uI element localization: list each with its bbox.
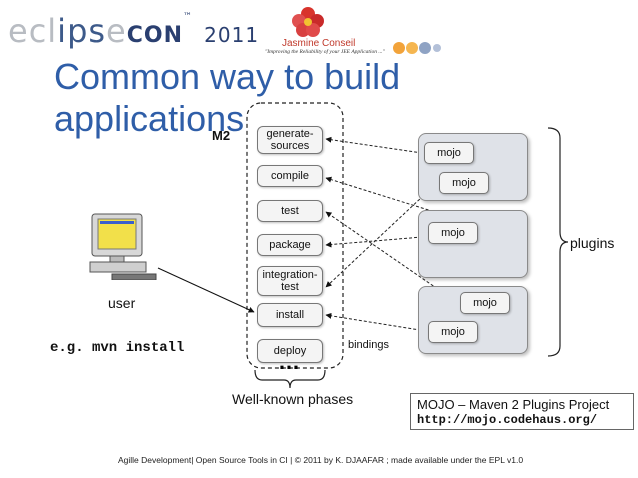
phases-ellipsis: … <box>278 349 300 374</box>
binding-arrow <box>325 236 423 248</box>
mojo-reference-title: MOJO – Maven 2 Plugins Project <box>417 397 610 412</box>
phase-install: install <box>257 303 323 327</box>
mojo-reference-box: MOJO – Maven 2 Plugins Project http://mo… <box>410 393 634 430</box>
binding-arrow <box>325 181 439 288</box>
sponsor-name: Jasmine Conseil <box>282 38 356 49</box>
phase-test: test <box>257 200 323 222</box>
phases-brace <box>254 369 326 389</box>
mojo-box: mojo <box>460 292 510 314</box>
user-to-install-arrow <box>157 267 255 313</box>
mojo-box: mojo <box>428 222 478 244</box>
slide-title: Common way to build applications <box>54 56 400 140</box>
bindings-label: bindings <box>348 339 389 351</box>
logo-year: 2011 <box>204 23 260 47</box>
computer-icon <box>89 213 157 280</box>
title-line: Common way to build <box>54 56 401 97</box>
phases-caption: Well-known phases <box>232 391 354 407</box>
phase-generate-sources: generate- sources <box>257 126 323 154</box>
m2-label: M2 <box>212 128 231 143</box>
mojo-box: mojo <box>424 142 474 164</box>
command-example: e.g. mvn install <box>50 340 185 356</box>
logo-text-part: e <box>106 12 127 50</box>
jasmine-flower-icon <box>292 7 324 37</box>
binding-arrow <box>325 176 439 214</box>
user-label: user <box>108 295 136 311</box>
phase-deploy: deploy <box>257 339 323 363</box>
mojo-reference-url: http://mojo.codehaus.org/ <box>417 413 598 427</box>
binding-arrow <box>325 136 423 154</box>
mojo-box: mojo <box>428 321 478 343</box>
plugin-box <box>418 210 528 278</box>
logo-tm: ™ <box>183 12 193 22</box>
title-line: applications <box>54 98 245 139</box>
slide-footer: Agille Development| Open Source Tools in… <box>118 455 524 465</box>
decorative-dots-icon <box>393 42 441 54</box>
phase-package: package <box>257 234 323 256</box>
logo-text-part: ips <box>57 12 107 50</box>
sponsor-tagline: "Improving the Reliability of your JEE A… <box>265 49 385 55</box>
logo-con: CON <box>126 23 183 48</box>
mojo-box: mojo <box>439 172 489 194</box>
plugins-brace <box>547 127 569 357</box>
logo-text-part: ecl <box>8 12 58 50</box>
eclipsecon-logo: eclipseCON™ 2011 <box>8 12 259 50</box>
plugins-label: plugins <box>570 235 615 251</box>
phase-compile: compile <box>257 165 323 187</box>
binding-arrow <box>325 312 427 332</box>
phase-integration-test: integration- test <box>257 266 323 296</box>
